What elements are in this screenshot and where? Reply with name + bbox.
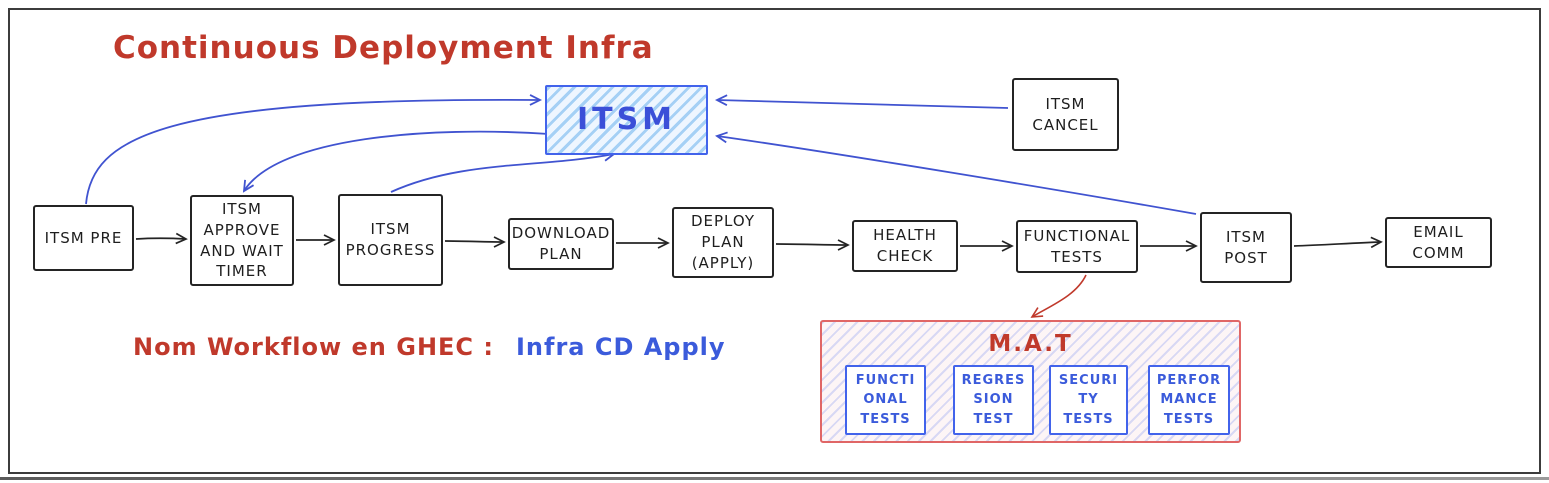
node-health-check[interactable]: HEALTH CHECK: [852, 220, 958, 272]
node-itsm[interactable]: ITSM: [545, 85, 708, 155]
node-itsm-approve[interactable]: ITSM APPROVE AND WAIT TIMER: [190, 195, 294, 286]
node-itsm-label: ITSM: [576, 102, 677, 138]
node-itsm-post[interactable]: ITSM POST: [1200, 212, 1292, 283]
edge-deploy-plan-to-health-check: [775, 239, 850, 251]
node-functional-tests-label: FUNCTIONAL TESTS: [1023, 226, 1131, 266]
node-mat-regression-test-label: REGRES SION TEST: [961, 372, 1026, 427]
node-mat-security-tests[interactable]: SECURI TY TESTS: [1049, 365, 1128, 435]
node-functional-tests[interactable]: FUNCTIONAL TESTS: [1016, 220, 1138, 273]
edge-itsm-pre-to-itsm: [85, 94, 543, 205]
node-deploy-plan[interactable]: DEPLOY PLAN (APPLY): [672, 207, 774, 278]
node-itsm-approve-label: ITSM APPROVE AND WAIT TIMER: [200, 200, 284, 281]
node-mat-performance-tests[interactable]: PERFOR MANCE TESTS: [1148, 365, 1230, 435]
node-mat-regression-test[interactable]: REGRES SION TEST: [953, 365, 1034, 435]
node-deploy-plan-label: DEPLOY PLAN (APPLY): [690, 212, 756, 272]
node-itsm-cancel[interactable]: ITSM CANCEL: [1012, 78, 1119, 151]
node-download-plan[interactable]: DOWNLOAD PLAN: [508, 218, 614, 270]
group-mat-title: M.A.T: [988, 331, 1073, 357]
node-itsm-post-label: ITSM POST: [1224, 227, 1268, 267]
workflow-caption: Nom Workflow en GHEC : Infra CD Apply: [133, 333, 726, 361]
node-itsm-pre[interactable]: ITSM PRE: [33, 205, 134, 271]
workflow-caption-label: Nom Workflow en GHEC :: [133, 333, 494, 361]
node-download-plan-label: DOWNLOAD PLAN: [511, 224, 611, 263]
node-health-check-label: HEALTH CHECK: [873, 226, 937, 265]
diagram-title: Continuous Deployment Infra: [113, 30, 654, 66]
edge-itsm-pre-to-itsm-approve: [135, 232, 188, 245]
node-mat-security-tests-label: SECURI TY TESTS: [1058, 372, 1119, 427]
edge-itsm-post-to-itsm: [715, 131, 1197, 215]
edge-itsm-to-itsm-approve: [242, 130, 550, 193]
node-mat-functional-tests[interactable]: FUNCTI ONAL TESTS: [845, 365, 926, 435]
node-itsm-progress[interactable]: ITSM PROGRESS: [338, 194, 443, 286]
workflow-caption-value: Infra CD Apply: [516, 333, 726, 361]
node-email-comm-label: EMAIL COMM: [1412, 222, 1465, 262]
edge-itsm-post-to-email-comm: [1293, 236, 1383, 249]
group-mat[interactable]: M.A.T FUNCTI ONAL TESTS REGRES SION TEST…: [820, 320, 1241, 443]
canvas-frame: [8, 8, 1541, 474]
node-itsm-progress-label: ITSM PROGRESS: [345, 220, 436, 259]
edge-itsm-cancel-to-itsm: [714, 94, 1009, 109]
node-mat-performance-tests-label: PERFOR MANCE TESTS: [1156, 372, 1222, 427]
node-email-comm[interactable]: EMAIL COMM: [1385, 217, 1492, 268]
node-itsm-pre-label: ITSM PRE: [44, 228, 123, 247]
window-edge-shadow: [0, 477, 1549, 480]
edge-itsm-progress-to-download-plan: [444, 236, 506, 248]
node-itsm-cancel-label: ITSM CANCEL: [1032, 94, 1099, 134]
edge-functional-tests-to-mat: [1030, 274, 1087, 318]
node-mat-functional-tests-label: FUNCTI ONAL TESTS: [855, 372, 916, 427]
edge-itsm-progress-to-itsm: [390, 150, 616, 193]
